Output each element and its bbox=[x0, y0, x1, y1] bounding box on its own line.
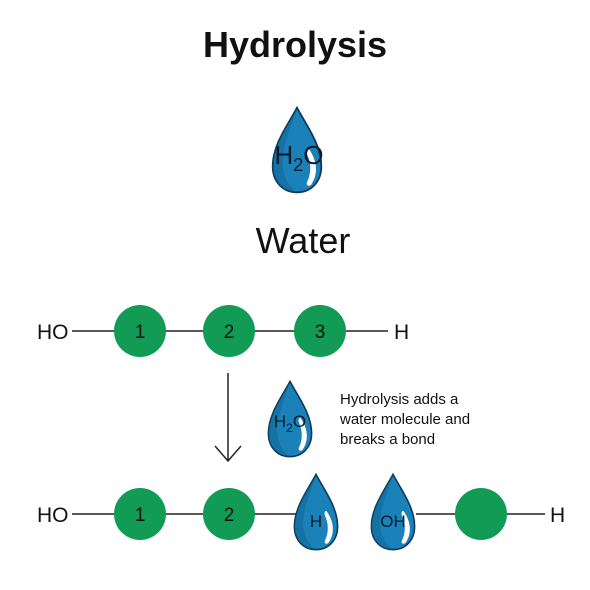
h-drop-label: H bbox=[310, 512, 322, 531]
water-formula-o: O bbox=[303, 140, 323, 170]
note-line-1: Hydrolysis adds a bbox=[340, 391, 459, 408]
top-chain: HO 1 2 3 H bbox=[37, 305, 409, 357]
top-bead-2 bbox=[203, 305, 255, 357]
top-chain-left-end: HO bbox=[37, 321, 69, 344]
bottom-bead-3 bbox=[455, 488, 507, 540]
bottom-bead-1-label: 1 bbox=[135, 505, 146, 526]
top-bead-1-label: 1 bbox=[135, 322, 146, 343]
top-bead-1 bbox=[114, 305, 166, 357]
top-bead-2-label: 2 bbox=[224, 322, 235, 343]
water-label: Water bbox=[256, 220, 351, 261]
small-drop-formula-o: O bbox=[293, 412, 306, 431]
top-bead-3 bbox=[294, 305, 346, 357]
bottom-bead-1 bbox=[114, 488, 166, 540]
small-drop-formula-h: H bbox=[274, 412, 286, 431]
bottom-bead-2 bbox=[203, 488, 255, 540]
water-formula-h: H bbox=[274, 140, 293, 170]
note-line-2: water molecule and bbox=[339, 411, 470, 428]
bottom-chain-left-end: HO bbox=[37, 504, 69, 527]
water-formula: H2O bbox=[274, 140, 323, 175]
bottom-chain-right-end: H bbox=[550, 504, 565, 527]
top-bead-3-label: 3 bbox=[315, 322, 326, 343]
bottom-bead-2-label: 2 bbox=[224, 505, 235, 526]
oh-drop-label: OH bbox=[380, 512, 406, 531]
small-drop-formula: H2O bbox=[274, 412, 306, 435]
bottom-chain: HO 1 2 H OH H bbox=[37, 473, 565, 551]
small-drop-formula-sub: 2 bbox=[286, 421, 293, 435]
down-arrow-icon bbox=[214, 373, 242, 463]
water-formula-sub: 2 bbox=[293, 155, 303, 175]
top-chain-right-end: H bbox=[394, 321, 409, 344]
page-title: Hydrolysis bbox=[203, 24, 387, 65]
note-line-3: breaks a bond bbox=[340, 431, 435, 448]
